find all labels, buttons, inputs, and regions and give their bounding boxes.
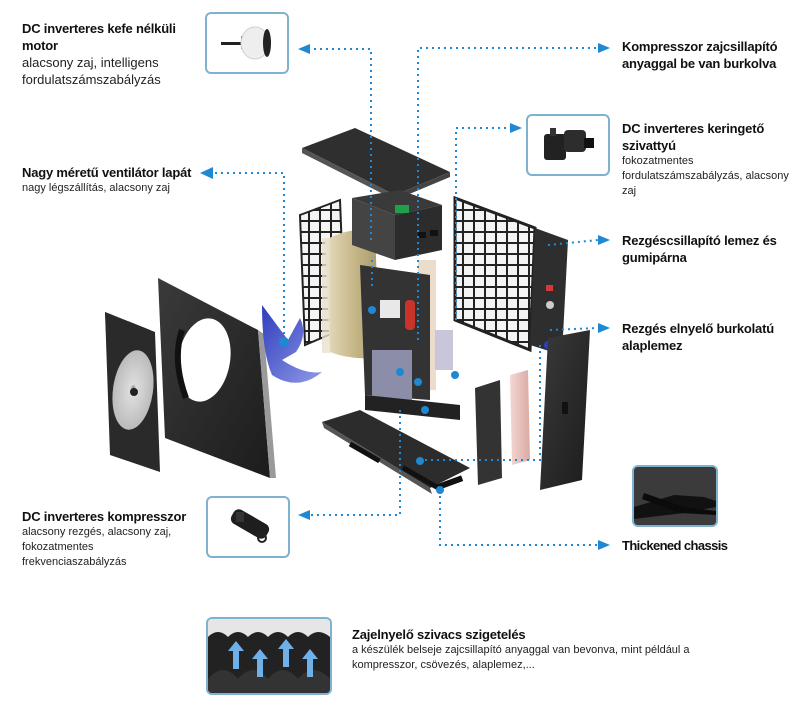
rear-panel <box>540 330 590 490</box>
callout-compressor-desc-2: fokozatmentes <box>22 541 94 553</box>
callout-chassis-title: Thickened chassis <box>622 538 728 553</box>
front-grille-panel <box>105 312 160 472</box>
arrow-pump <box>510 123 522 133</box>
callout-chassis: Thickened chassis <box>622 537 797 554</box>
arrow-chassis <box>598 540 610 550</box>
top-cover <box>302 128 450 200</box>
callout-pump-title-2: szivattyú <box>622 138 676 153</box>
arrow-base-plate <box>598 323 610 333</box>
pink-insulation-block <box>510 370 530 465</box>
callout-pump-title-1: DC inverteres keringető <box>622 121 765 136</box>
pump-thumbnail <box>526 114 610 176</box>
callout-motor-desc-1: alacsony zaj, intelligens <box>22 55 159 70</box>
arrow-motor <box>298 44 310 54</box>
inner-side-panel <box>475 380 502 485</box>
callout-base-plate-title-2: alaplemez <box>622 338 683 353</box>
callout-compressor-desc-3: frekvenciaszabályzás <box>22 556 127 568</box>
motor-icon <box>221 26 271 60</box>
callout-motor: DC inverteres kefe nélküli motor alacson… <box>22 20 202 88</box>
base-plate <box>322 410 470 494</box>
compressor-thumbnail <box>206 496 290 558</box>
arrow-compressor-cover <box>598 43 610 53</box>
callout-foam-title: Zajelnyelő szivacs szigetelés <box>352 627 526 642</box>
callout-damping-plate-title-1: Rezgéscsillapító lemez és <box>622 233 777 248</box>
arrow-damping-plate <box>598 235 610 245</box>
callout-compressor-cover-title-2: anyaggal be van burkolva <box>622 56 777 71</box>
callout-compressor: DC inverteres kompresszor alacsony rezgé… <box>22 508 207 570</box>
right-side-grid <box>453 195 537 353</box>
compressor-icon <box>230 509 270 543</box>
callout-foam-desc-2: kompresszor, csövezés, alaplemez,... <box>352 659 535 671</box>
callout-damping-plate: Rezgéscsillapító lemez és gumipárna <box>622 232 797 266</box>
callout-pump-desc-1: fokozatmentes <box>622 155 694 167</box>
callout-arrows <box>200 43 610 550</box>
callout-damping-plate-title-2: gumipárna <box>622 250 687 265</box>
arrow-fan <box>200 167 213 179</box>
chassis-icon <box>634 467 716 525</box>
callout-fan: Nagy méretű ventilátor lapát nagy légszá… <box>22 164 207 196</box>
callout-compressor-cover: Kompresszor zajcsillapító anyaggal be va… <box>622 38 797 72</box>
callout-fan-desc: nagy légszállítás, alacsony zaj <box>22 182 170 194</box>
foam-insulation-icon <box>208 619 330 693</box>
callout-compressor-title: DC inverteres kompresszor <box>22 509 187 524</box>
foam-thumbnail <box>206 617 332 695</box>
callout-pump-desc-3: zaj <box>622 185 637 197</box>
internal-chamber <box>360 265 460 420</box>
callout-anchor-dots <box>280 306 459 494</box>
chassis-thumbnail <box>632 465 718 527</box>
callout-motor-title-1: DC inverteres kefe nélküli <box>22 21 176 36</box>
pump-icon <box>544 128 594 160</box>
arrow-compressor <box>298 510 310 520</box>
callout-motor-desc-2: fordulatszámszabályzás <box>22 72 161 87</box>
callout-base-plate: Rezgés elnyelő burkolatú alaplemez <box>622 320 797 354</box>
callout-compressor-cover-title-1: Kompresszor zajcsillapító <box>622 39 778 54</box>
callout-pump: DC inverteres keringető szivattyú fokoza… <box>622 120 797 199</box>
callout-compressor-desc-1: alacsony rezgés, alacsony zaj, <box>22 526 172 538</box>
callout-pump-desc-2: fordulatszámszabályzás, alacsony <box>622 170 789 182</box>
callout-fan-title: Nagy méretű ventilátor lapát <box>22 165 192 180</box>
callout-foam-desc-1: a készülék belseje zajcsillapító anyagga… <box>352 644 690 656</box>
electrical-box <box>352 190 442 260</box>
front-panel <box>158 278 276 478</box>
motor-thumbnail <box>205 12 289 74</box>
callout-base-plate-title-1: Rezgés elnyelő burkolatú <box>622 321 774 336</box>
callout-foam: Zajelnyelő szivacs szigetelés a készülék… <box>352 626 792 673</box>
callout-motor-title-2: motor <box>22 38 58 53</box>
callout-lines <box>215 47 599 546</box>
